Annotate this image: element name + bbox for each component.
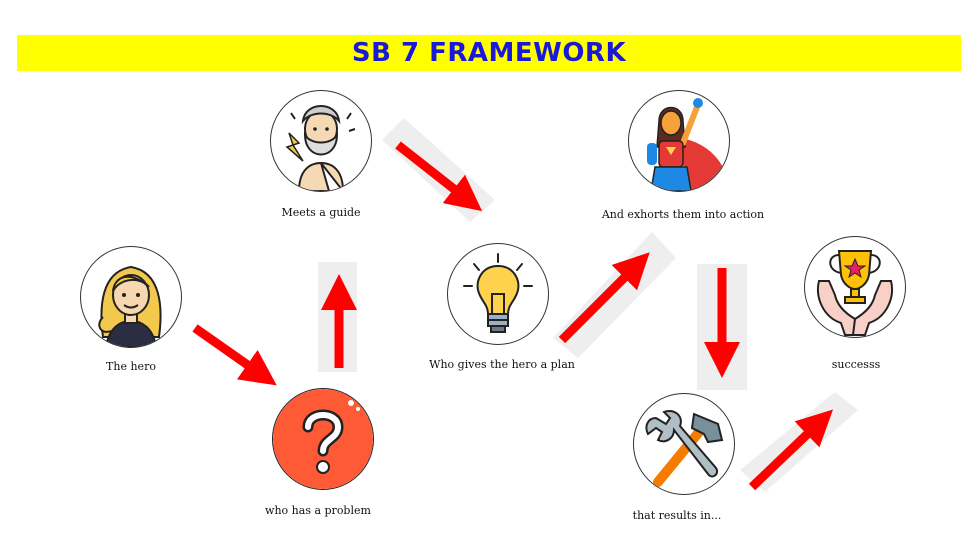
plan-node bbox=[447, 243, 549, 345]
question-mark-icon bbox=[273, 389, 373, 489]
success-label: successs bbox=[831, 358, 881, 371]
results-label: that results in... bbox=[632, 509, 722, 522]
arrow-plan-to-action bbox=[558, 252, 650, 344]
lightbulb-icon bbox=[463, 253, 533, 333]
hero-label: The hero bbox=[106, 360, 156, 373]
arrow-shadows bbox=[318, 118, 858, 492]
hero-node bbox=[80, 246, 182, 348]
arrow-results-to-success bbox=[748, 409, 834, 491]
plan-label: Who gives the hero a plan bbox=[429, 358, 575, 371]
wrench-hammer-icon bbox=[645, 410, 724, 487]
action-label: And exhorts them into action bbox=[601, 208, 765, 221]
superhero-icon bbox=[647, 98, 729, 191]
zeus-guide-icon bbox=[285, 105, 356, 191]
success-node bbox=[804, 236, 906, 338]
problem-node bbox=[272, 388, 374, 490]
arrow-hero-to-problem bbox=[192, 324, 277, 386]
page-title: SB 7 FRAMEWORK bbox=[351, 38, 627, 68]
title-banner: SB 7 FRAMEWORK bbox=[17, 35, 961, 71]
guide-label: Meets a guide bbox=[281, 206, 361, 219]
problem-label: who has a problem bbox=[265, 504, 371, 517]
results-node bbox=[633, 393, 735, 495]
action-node bbox=[628, 90, 730, 192]
guide-node bbox=[270, 90, 372, 192]
trophy-hands-icon bbox=[817, 250, 893, 336]
hero-woman-icon bbox=[98, 265, 162, 347]
arrow-guide-to-plan bbox=[395, 141, 483, 212]
